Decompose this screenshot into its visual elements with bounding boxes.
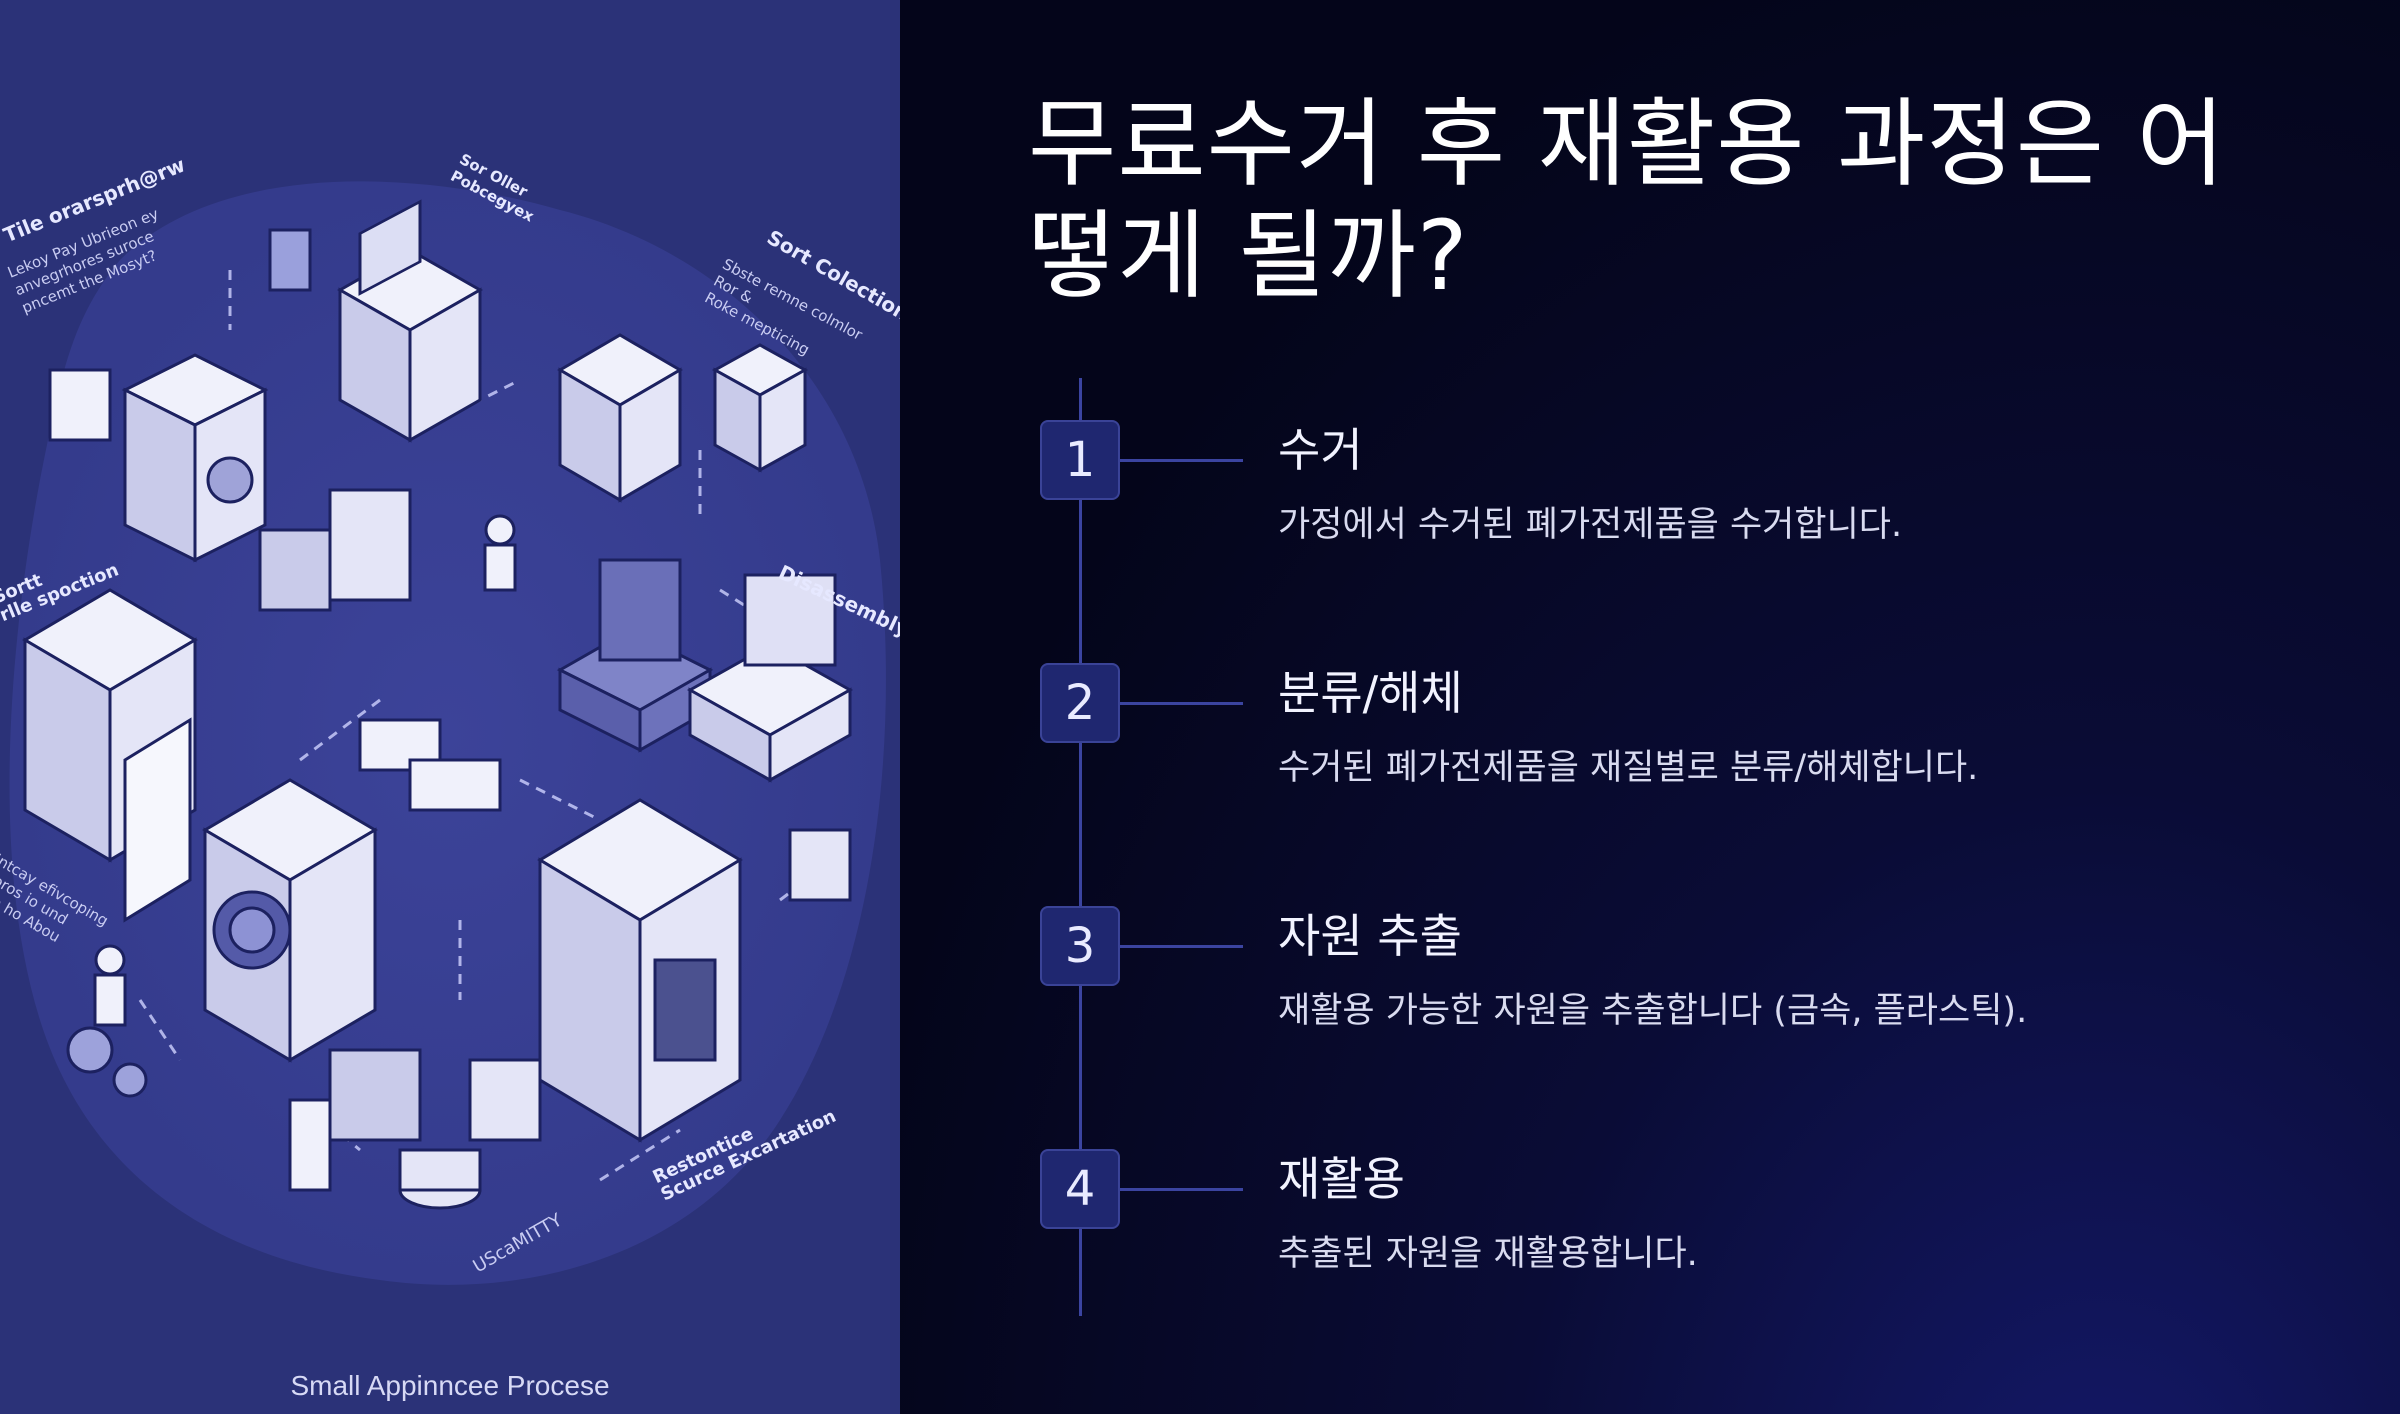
step-title: 수거: [1278, 423, 1363, 477]
step-title: 자원 추출: [1278, 909, 1462, 963]
step-connector: [1120, 945, 1243, 948]
illustration-caption: Small Appinncee Procese: [290, 1370, 610, 1401]
step-title: 분류/해체: [1278, 666, 1463, 720]
recycling-illustration: Tile orarsprh@rw Lekoy Pay Ubrieon ey an…: [0, 0, 900, 1414]
step-number-badge: 4: [1040, 1149, 1120, 1229]
step-connector: [1120, 459, 1243, 462]
step-number-badge: 3: [1040, 906, 1120, 986]
step-connector: [1120, 702, 1243, 705]
process-step-4: 4 재활용 추출된 자원을 재활용합니다.: [900, 1149, 2400, 1349]
content-panel: 무료수거 후 재활용 과정은 어떻게 될까? 1 수거 가정에서 수거된 폐가전…: [900, 0, 2400, 1414]
illustration-artwork: [9, 181, 886, 1285]
step-title: 재활용: [1278, 1152, 1405, 1206]
process-step-3: 3 자원 추출 재활용 가능한 자원을 추출합니다 (금속, 플라스틱).: [900, 906, 2400, 1106]
step-description: 가정에서 수거된 폐가전제품을 수거합니다.: [1278, 505, 1903, 545]
step-description: 추출된 자원을 재활용합니다.: [1278, 1234, 1698, 1274]
step-number-badge: 2: [1040, 663, 1120, 743]
step-number-badge: 1: [1040, 420, 1120, 500]
step-description: 재활용 가능한 자원을 추출합니다 (금속, 플라스틱).: [1278, 991, 2028, 1031]
step-connector: [1120, 1188, 1243, 1191]
timeline-line: [1079, 378, 1082, 1316]
step-description: 수거된 폐가전제품을 재질별로 분류/해체합니다.: [1278, 748, 1979, 788]
page-title: 무료수거 후 재활용 과정은 어떻게 될까?: [1028, 88, 2226, 312]
process-step-1: 1 수거 가정에서 수거된 폐가전제품을 수거합니다.: [900, 420, 2400, 620]
process-step-2: 2 분류/해체 수거된 폐가전제품을 재질별로 분류/해체합니다.: [900, 663, 2400, 863]
